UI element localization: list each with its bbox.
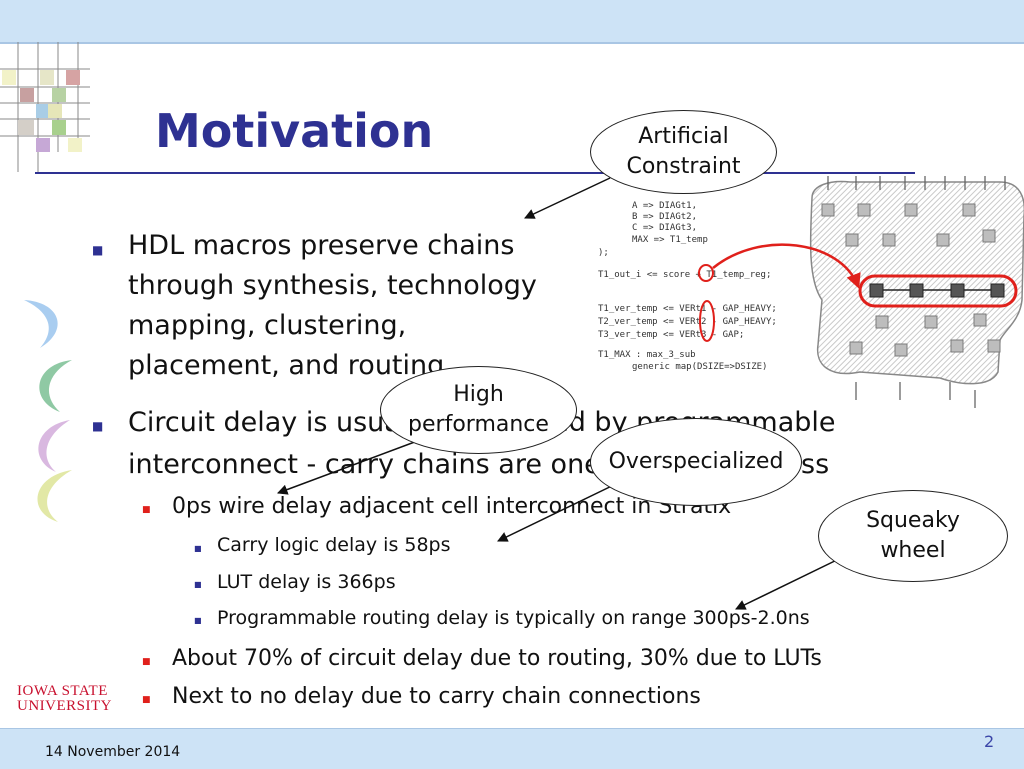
- bullet-1-line-1: HDL macros preserve chains: [128, 230, 515, 261]
- subsubbullet-marker: ■: [194, 616, 202, 625]
- slide-number: 2: [984, 732, 995, 751]
- subsubbullet-marker: ■: [194, 544, 202, 553]
- code-line: T1_ver_temp <= VERt1 - GAP_HEAVY;: [598, 304, 777, 314]
- code-line: generic map(DSIZE=>DSIZE): [632, 362, 768, 372]
- subsubbullet-marker: ■: [194, 580, 202, 589]
- subsubbullet-carry-delay: Carry logic delay is 58ps: [217, 534, 451, 556]
- decorative-arcs: [24, 300, 72, 522]
- callout-overspecialized: Overspecialized: [590, 418, 802, 506]
- callout-squeaky-wheel: Squeaky wheel: [818, 490, 1008, 582]
- callout-line: Overspecialized: [608, 449, 784, 474]
- callout-high-performance: High performance: [380, 366, 577, 454]
- callout-line: wheel: [880, 538, 946, 563]
- code-line: );: [598, 248, 609, 258]
- bottom-bar: [0, 728, 1024, 769]
- bullet-marker: ■: [92, 243, 104, 257]
- callout-line: Constraint: [626, 154, 741, 179]
- subbullet-marker: ■: [142, 505, 151, 515]
- bullet-1-line-4: placement, and routing: [128, 350, 445, 381]
- top-bar: [0, 0, 1024, 44]
- code-line: T1_out_i <= score + T1_temp_reg;: [598, 270, 772, 280]
- footer-date: 14 November 2014: [45, 744, 181, 760]
- subsubbullet-lut-delay: LUT delay is 366ps: [217, 571, 396, 593]
- logo-line1: IOWA STATE: [17, 683, 108, 699]
- callout-line: performance: [408, 412, 549, 437]
- university-logo: IOWA STATE UNIVERSITY: [17, 684, 113, 714]
- code-line: T3_ver_temp <= VERt3 - GAP;: [598, 330, 745, 340]
- fpga-diagram: [809, 176, 1024, 408]
- code-line: A => DIAGt1,: [632, 201, 698, 211]
- code-line: B => DIAGt2,: [632, 212, 698, 222]
- subbullet-percent-delay: About 70% of circuit delay due to routin…: [172, 646, 822, 671]
- code-line: T2_ver_temp <= VERt2 - GAP_HEAVY;: [598, 317, 777, 327]
- subsubbullet-routing-delay: Programmable routing delay is typically …: [217, 607, 810, 629]
- code-line: MAX => T1_temp: [632, 235, 708, 245]
- decorative-grid: [0, 42, 90, 172]
- callout-line: High: [453, 382, 504, 407]
- logo-line2: UNIVERSITY: [17, 698, 112, 714]
- bullet-1-line-3: mapping, clustering,: [128, 310, 407, 341]
- callout-line: Squeaky: [866, 508, 960, 533]
- subbullet-marker: ■: [142, 657, 151, 667]
- callout-line: Artificial: [638, 124, 729, 149]
- title-underline: [35, 172, 915, 174]
- code-line: T1_MAX : max_3_sub: [598, 350, 696, 360]
- bullet-1-line-2: through synthesis, technology: [128, 270, 537, 301]
- code-line: C => DIAGt3,: [632, 223, 698, 233]
- slide-title: Motivation: [155, 104, 434, 158]
- subbullet-marker: ■: [142, 695, 151, 705]
- subbullet-carry-chain: Next to no delay due to carry chain conn…: [172, 684, 701, 709]
- bullet-marker: ■: [92, 419, 104, 433]
